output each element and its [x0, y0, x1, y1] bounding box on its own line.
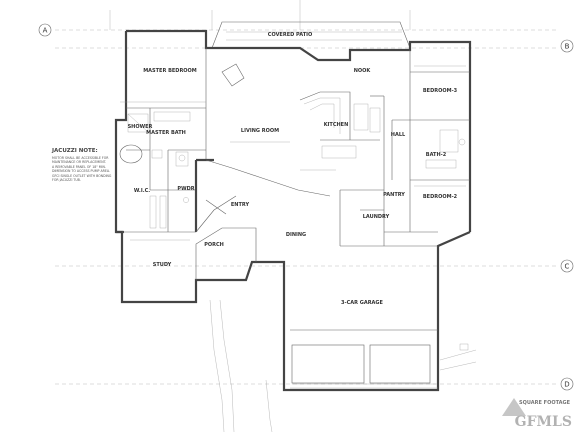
room-label-shower: SHOWER — [128, 124, 153, 130]
jacuzzi-note-line: DIMENSION TO ACCESS PUMP AREA. — [52, 169, 110, 173]
gfmls-watermark-logo: SQUARE FOOTAGE GFMLS — [502, 398, 572, 430]
grid-marker-b: B — [560, 39, 574, 53]
grid-marker-b-label: B — [565, 43, 570, 51]
grid-marker-c-label: C — [565, 263, 570, 271]
room-label-living-room: LIVING ROOM — [241, 128, 279, 134]
room-label-powder: PWDR — [177, 186, 194, 192]
kitchen-counters — [303, 97, 381, 159]
jacuzzi-note-line: GFCI SINGLE OUTLET WITH BONDING — [52, 174, 112, 178]
room-label-bedroom-2: BEDROOM-2 — [423, 194, 458, 200]
interior-walls — [122, 48, 470, 331]
jacuzzi-note-line: FOR JACUZZI TUB. — [52, 178, 81, 182]
jacuzzi-note-line: MOTOR SHALL BE ACCESSIBLE FOR — [52, 156, 109, 160]
room-label-master-bedroom: MASTER BEDROOM — [143, 68, 197, 74]
room-label-porch: PORCH — [204, 242, 224, 248]
room-label-hall: HALL — [391, 132, 406, 138]
grid-marker-a: A — [38, 23, 52, 37]
dimension-marks — [120, 65, 466, 241]
jacuzzi-note-title: JACUZZI NOTE: — [51, 148, 98, 154]
jacuzzi-note-line: A REMOVABLE PANEL OF 18" MIN. — [52, 165, 106, 169]
room-label-bath-2: BATH-2 — [426, 152, 447, 158]
room-label-covered-patio: COVERED PATIO — [268, 32, 312, 38]
grid-lines — [55, 0, 556, 385]
garage-doors — [290, 344, 438, 389]
room-label-pantry: PANTRY — [383, 192, 405, 198]
room-label-entry: ENTRY — [231, 202, 250, 208]
room-label-master-bath: MASTER BATH — [146, 130, 186, 136]
watermark-square-footage: SQUARE FOOTAGE — [519, 400, 571, 406]
room-labels: COVERED PATIO MASTER BEDROOM NOOK BEDROO… — [128, 32, 458, 306]
room-label-dining: DINING — [286, 232, 306, 238]
room-label-laundry: LAUNDRY — [363, 214, 390, 220]
grid-marker-d: D — [560, 377, 574, 391]
site-lines — [209, 299, 477, 432]
room-label-nook: NOOK — [354, 68, 372, 74]
exterior-walls — [114, 29, 472, 392]
room-label-garage: 3-CAR GARAGE — [341, 300, 383, 306]
room-label-bedroom-3: BEDROOM-3 — [423, 88, 458, 94]
patio-outline — [211, 21, 411, 49]
jacuzzi-note-line: MAINTENANCE OR REPLACEMENT. — [52, 160, 106, 164]
jacuzzi-note: JACUZZI NOTE: MOTOR SHALL BE ACCESSIBLE … — [51, 148, 112, 182]
room-label-kitchen: KITCHEN — [324, 122, 349, 128]
watermark-brand: GFMLS — [515, 414, 572, 430]
grid-marker-a-label: A — [43, 27, 48, 35]
mountain-icon — [502, 398, 526, 416]
grid-marker-d-label: D — [564, 381, 569, 389]
room-label-study: STUDY — [153, 262, 172, 268]
room-label-wic: W.I.C. — [134, 188, 150, 194]
grid-marker-c: C — [560, 259, 574, 273]
bath-fixtures — [119, 63, 466, 229]
